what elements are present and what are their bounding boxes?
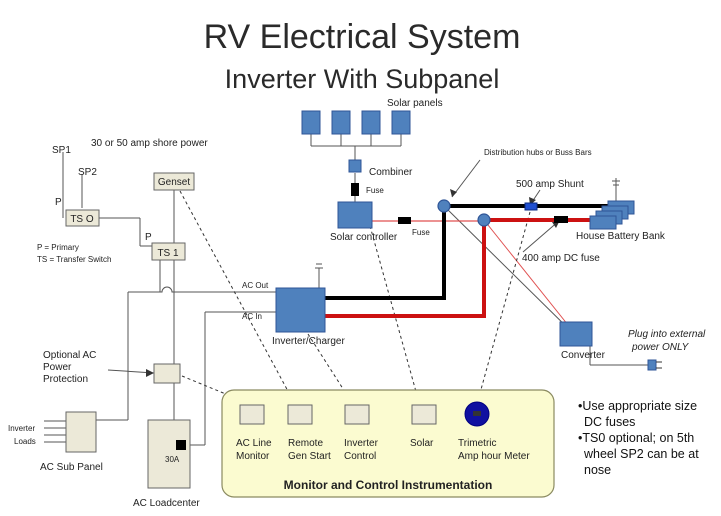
monitor-item-2-line1: Remote — [288, 438, 323, 449]
arrowhead-hubs — [450, 189, 457, 197]
label-ac-sub-panel: AC Sub Panel — [40, 462, 103, 473]
ts0-box — [65, 209, 100, 227]
note-2-line1: •TS0 optional; on 5th — [578, 431, 694, 445]
label-ac-loadcenter: AC Loadcenter — [133, 498, 200, 509]
label-converter: Converter — [561, 350, 606, 361]
combiner-fuse — [351, 183, 359, 196]
monitor-item-4-line1: Solar — [410, 438, 434, 449]
ac-sub-panel-box — [65, 411, 97, 453]
label-ts1: TS 1 — [157, 248, 179, 259]
ac-line-monitor-box — [239, 404, 265, 425]
breaker-30a — [176, 440, 186, 450]
label-fuse-controller: Fuse — [412, 228, 430, 237]
controller-fuse — [398, 217, 411, 224]
label-p-primary-ts1: P — [145, 232, 152, 243]
note-2-line2: wheel SP2 can be at — [583, 447, 699, 461]
legend-transfer-switch: TS = Transfer Switch — [37, 255, 111, 264]
monitor-item-5-line1: Trimetric — [458, 438, 497, 449]
ac-loadcenter-box — [147, 419, 191, 489]
label-genset: Genset — [158, 177, 190, 188]
monitor-panel-title: Monitor and Control Instrumentation — [284, 478, 493, 492]
note-1-line2: DC fuses — [584, 415, 635, 429]
label-solar-panels: Solar panels — [387, 98, 443, 109]
label-p-primary-ts0: P — [55, 197, 62, 208]
inverter-control-box — [344, 404, 370, 425]
solar-monitor-box — [411, 404, 437, 425]
monitor-item-3-line1: Inverter — [344, 438, 379, 449]
negative-bus-bar — [437, 199, 451, 213]
label-shunt: 500 amp Shunt — [516, 179, 584, 190]
label-plug-external-1: Plug into external — [628, 329, 706, 340]
label-sp1: SP1 — [52, 145, 71, 156]
monitor-item-3-line2: Control — [344, 451, 376, 462]
label-distribution-hubs: Distribution hubs or Buss Bars — [484, 148, 592, 157]
label-sp2: SP2 — [78, 167, 97, 178]
note-2-line3: nose — [584, 463, 611, 477]
remote-gen-start-box — [287, 404, 313, 425]
legend-primary: P = Primary — [37, 243, 79, 252]
trimetric-display — [473, 411, 481, 416]
label-inverter-charger: Inverter/Charger — [272, 336, 345, 347]
label-optional-ac-3: Protection — [43, 374, 88, 385]
label-dc-fuse: 400 amp DC fuse — [522, 253, 600, 264]
ts1-box — [151, 242, 186, 261]
converter-box — [559, 321, 593, 347]
monitor-item-2-line2: Gen Start — [288, 451, 331, 462]
monitor-item-1-line1: AC Line — [236, 438, 272, 449]
shunt — [524, 202, 538, 211]
arrowhead-protection — [146, 369, 154, 377]
label-combiner: Combiner — [369, 167, 413, 178]
label-solar-controller: Solar controller — [330, 232, 398, 243]
positive-bus-bar — [477, 213, 491, 227]
inverter-charger-box — [275, 287, 326, 333]
ac-protection-box — [153, 363, 181, 384]
label-inverter-loads-1: Inverter — [8, 424, 35, 433]
dc-fuse — [554, 216, 568, 223]
diagram-title: RV Electrical System — [204, 18, 521, 56]
label-battery-bank: House Battery Bank — [576, 231, 666, 242]
label-breaker-30a: 30A — [165, 455, 180, 464]
solar-panels — [301, 110, 411, 135]
note-1-line1: •Use appropriate size — [578, 399, 697, 413]
monitor-item-1-line2: Monitor — [236, 451, 270, 462]
label-ts0: TS O — [70, 214, 94, 225]
monitor-item-5-line2: Amp hour Meter — [458, 451, 530, 462]
label-inverter-loads-2: Loads — [14, 437, 36, 446]
label-fuse-combiner: Fuse — [366, 186, 384, 195]
label-optional-ac-1: Optional AC — [43, 350, 96, 361]
converter-positive-wire — [483, 219, 581, 341]
external-plug-icon — [647, 359, 662, 371]
diagram-subtitle: Inverter With Subpanel — [225, 64, 500, 94]
label-ac-in: AC In — [242, 312, 262, 321]
label-shore-power: 30 or 50 amp shore power — [91, 138, 208, 149]
house-battery-bank — [589, 200, 635, 230]
genset-box — [153, 172, 195, 191]
combiner-box — [348, 159, 362, 173]
label-optional-ac-2: Power — [43, 362, 72, 373]
label-plug-external-2: power ONLY — [631, 342, 690, 353]
solar-controller-box — [337, 201, 373, 229]
label-ac-out: AC Out — [242, 281, 269, 290]
wiring-thin — [44, 134, 648, 446]
